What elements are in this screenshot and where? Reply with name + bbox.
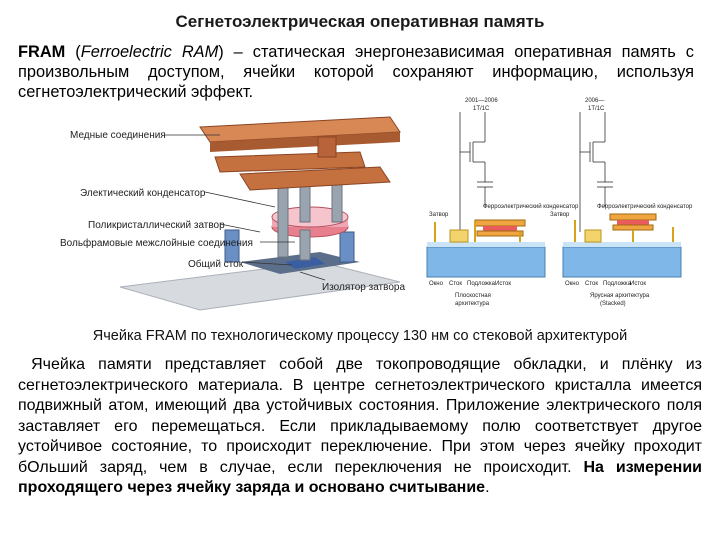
close-paren: ): [218, 43, 224, 61]
common-drain: [285, 257, 325, 269]
stacked-schematic: 2006— 1T/1C: [579, 98, 613, 232]
planar-year: 2001—2006: [465, 98, 498, 104]
planar-caption-2: архитектура: [455, 301, 490, 307]
stack-source-label: Исток: [630, 281, 646, 287]
stack-gate-label: Затвор: [550, 212, 570, 218]
planar-drain-label: Сток: [449, 281, 462, 287]
architecture-comparison: 2001—2006 1T/1C 2006— 1T/1C: [426, 98, 693, 307]
leader-lines: [165, 134, 326, 281]
label-capacitor: Электический конденсатор: [80, 188, 206, 199]
stack-config: 1T/1C: [588, 106, 605, 112]
label-poly-gate: Поликристаллический затвор: [88, 220, 225, 231]
body-text-normal: Ячейка памяти представляет собой две ток…: [18, 356, 703, 476]
stack-caption-1: Ярусная архитектура: [590, 293, 650, 299]
definition: – статическая энергонезависимая оператив…: [18, 43, 694, 101]
planar-cross-section: [426, 219, 546, 278]
tungsten-via-1: [277, 181, 289, 258]
copper-low: [239, 166, 391, 191]
planar-caption-1: Плоскостная: [455, 293, 491, 299]
planar-source-label: Исток: [495, 281, 511, 287]
stack-drain-label: Сток: [585, 281, 598, 287]
label-drain: Общий сток: [188, 258, 244, 270]
stack-window-label: Окно: [565, 281, 580, 287]
planar-gate-label: Затвор: [429, 212, 449, 218]
stack-capacitor-label: Ферроэлектрический конденсатор: [597, 203, 693, 210]
label-copper: Медные соединения: [70, 130, 166, 141]
planar-config: 1T/1C: [473, 106, 490, 112]
copper-via: [317, 136, 337, 158]
planar-schematic: 2001—2006 1T/1C: [459, 98, 498, 232]
planar-substrate-label: Подложка: [467, 281, 496, 287]
body-text-bold: На измерении проходящего через ячейку за…: [18, 458, 702, 497]
figure-caption: Ячейка FRAM по технологическому процессу…: [92, 328, 628, 344]
intro-paragraph: FRAM (Ferroelectric RAM) – статическая э…: [18, 42, 694, 102]
slide-title: Сегнетоэлектрическая оперативная память: [175, 12, 545, 31]
stack-substrate-label: Подложка: [603, 281, 632, 287]
open-paren: (: [65, 43, 81, 61]
substrate-plate: [119, 261, 401, 311]
stack-caption-2: (Stacked): [600, 301, 626, 307]
fram-cell-illustration: Медные соединения Электический конденсат…: [60, 116, 405, 311]
poly-gate-right: [339, 231, 355, 263]
body-paragraph: Ячейка памяти представляет собой две ток…: [18, 355, 702, 499]
tungsten-via-4: [299, 229, 311, 261]
label-gate-insulator: Изолятор затвора: [322, 282, 405, 293]
stacked-cross-section: [562, 213, 682, 278]
label-tungsten: Вольфрамовые межслойные соединения: [60, 237, 253, 249]
body-text-end: .: [485, 479, 490, 496]
poly-gate-left: [224, 229, 240, 263]
copper-top-side: [210, 132, 400, 152]
planar-window-label: Окно: [429, 281, 444, 287]
acronym: FRAM: [18, 43, 66, 61]
english-name: Ferroelectric RAM: [80, 43, 219, 61]
stack-year: 2006—: [585, 98, 604, 104]
planar-capacitor-label: Ферроэлектрический конденсатор: [483, 203, 579, 210]
